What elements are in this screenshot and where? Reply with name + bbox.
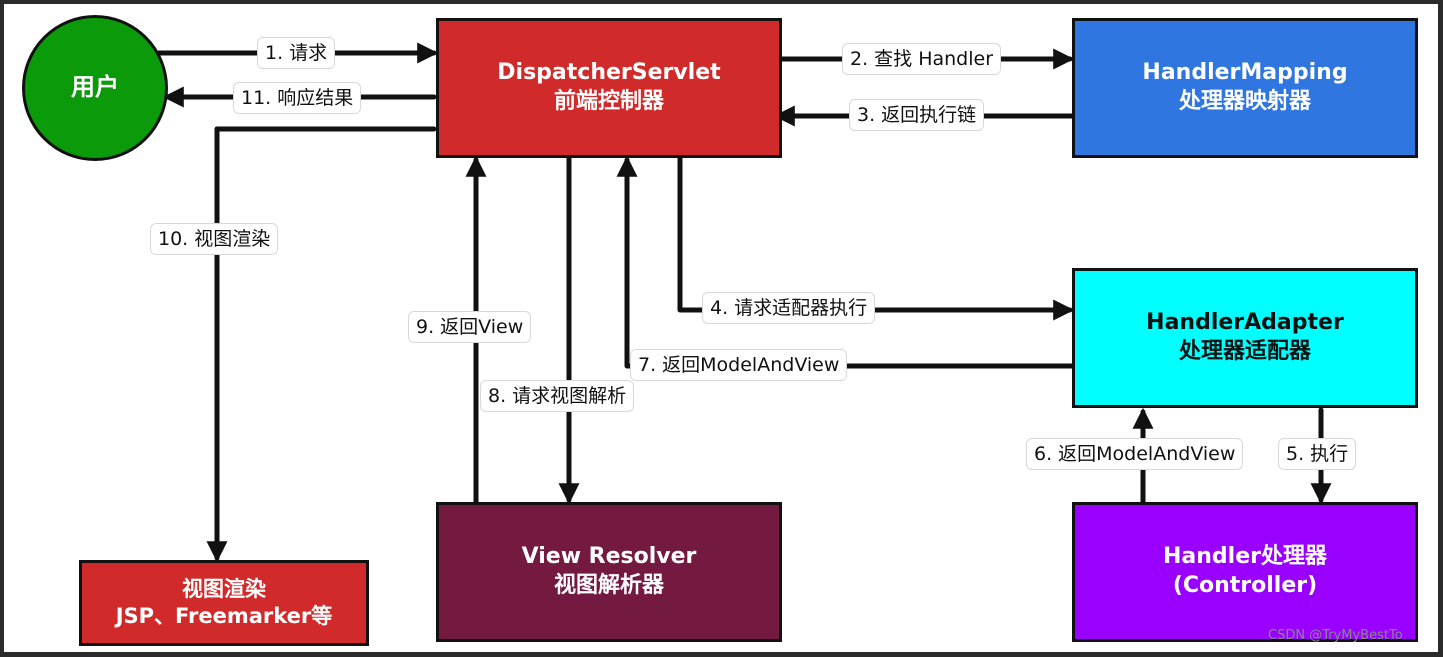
arrow-4-adapter-execute bbox=[677, 155, 1075, 321]
edge-label-9: 9. 返回View bbox=[408, 311, 532, 343]
edge-label-2: 2. 查找 Handler bbox=[842, 43, 1002, 75]
handler-mapping-subtitle: 处理器映射器 bbox=[1178, 89, 1311, 114]
dispatcher-servlet-node: DispatcherServlet 前端控制器 bbox=[436, 18, 782, 158]
user-label: 用户 bbox=[71, 73, 119, 102]
view-render-title: 视图渲染 bbox=[182, 576, 266, 601]
edge-label-1: 1. 请求 bbox=[257, 37, 336, 69]
edge-label-10: 10. 视图渲染 bbox=[150, 223, 279, 255]
handler-mapping-title: HandlerMapping bbox=[1142, 60, 1348, 86]
edge-label-11: 11. 响应结果 bbox=[233, 82, 362, 114]
handler-subtitle: (Controller) bbox=[1172, 573, 1318, 598]
edge-label-7: 7. 返回ModelAndView bbox=[630, 349, 848, 381]
user-node: 用户 bbox=[22, 15, 168, 161]
connector-layer bbox=[156, 42, 1332, 563]
handler-mapping-node: HandlerMapping 处理器映射器 bbox=[1072, 18, 1418, 158]
handler-node: Handler处理器 (Controller) bbox=[1072, 502, 1418, 642]
edge-label-6: 6. 返回ModelAndView bbox=[1026, 438, 1244, 470]
edge-label-8: 8. 请求视图解析 bbox=[480, 380, 635, 412]
view-resolver-node: View Resolver 视图解析器 bbox=[436, 502, 782, 642]
view-resolver-subtitle: 视图解析器 bbox=[553, 573, 664, 598]
diagram-canvas: 用户 DispatcherServlet 前端控制器 HandlerMappin… bbox=[4, 4, 1438, 652]
dispatcher-title: DispatcherServlet bbox=[497, 60, 721, 86]
watermark: CSDN @TryMyBestTo bbox=[1268, 628, 1403, 643]
view-render-subtitle: JSP、Freemarker等 bbox=[115, 604, 333, 628]
edge-label-3: 3. 返回执行链 bbox=[849, 99, 985, 131]
arrow-7-return-mav bbox=[616, 155, 1075, 369]
view-render-node: 视图渲染 JSP、Freemarker等 bbox=[79, 560, 369, 646]
edge-label-5: 5. 执行 bbox=[1278, 438, 1357, 470]
handler-adapter-title: HandlerAdapter bbox=[1146, 310, 1344, 336]
arrow-10-render bbox=[206, 126, 437, 563]
handler-adapter-subtitle: 处理器适配器 bbox=[1178, 339, 1311, 364]
edge-label-4: 4. 请求适配器执行 bbox=[702, 292, 876, 324]
dispatcher-subtitle: 前端控制器 bbox=[553, 89, 664, 114]
handler-title: Handler处理器 bbox=[1163, 544, 1327, 570]
view-resolver-title: View Resolver bbox=[521, 544, 697, 570]
handler-adapter-node: HandlerAdapter 处理器适配器 bbox=[1072, 268, 1418, 408]
